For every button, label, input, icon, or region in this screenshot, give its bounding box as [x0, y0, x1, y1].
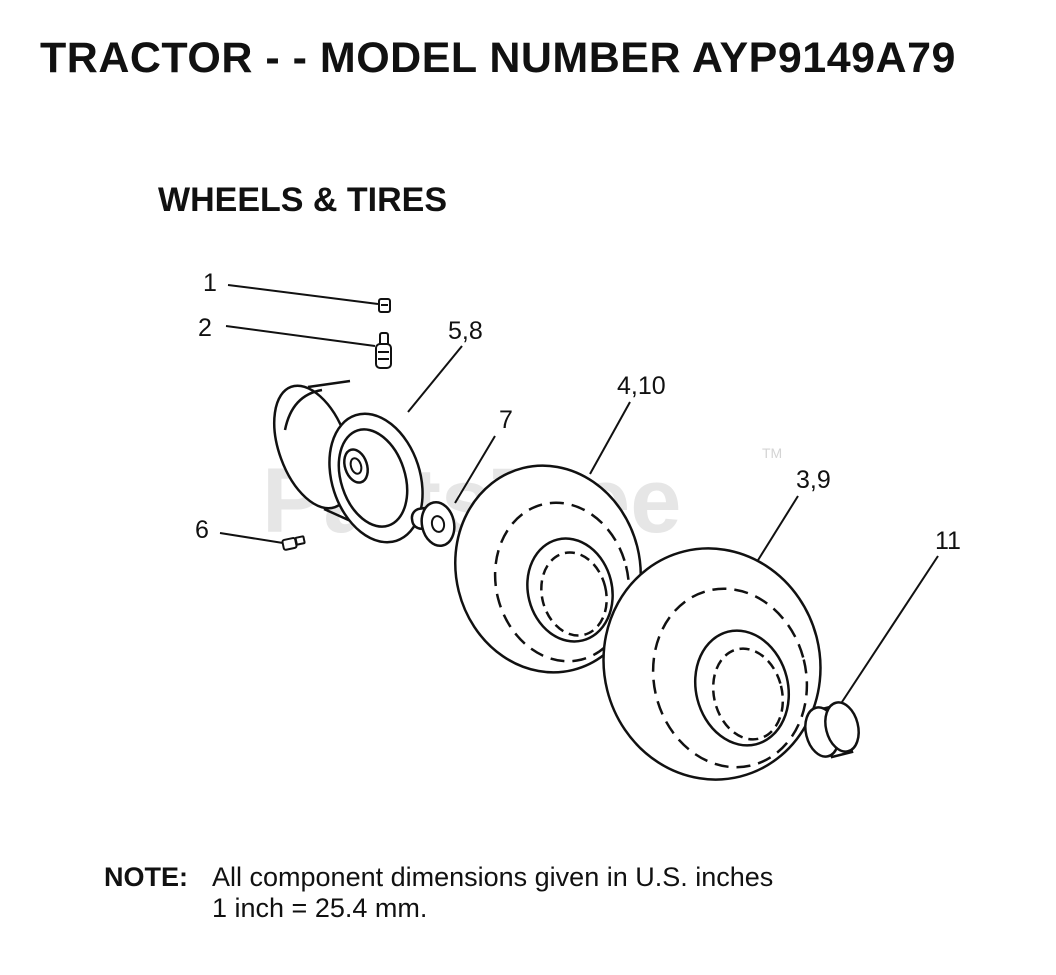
note-label: NOTE:: [104, 862, 188, 892]
leader-line-5-8: [407, 345, 463, 413]
leader-line-11: [839, 555, 939, 706]
note-text: All component dimensions given in U.S. i…: [212, 862, 773, 924]
page-title: TRACTOR - - MODEL NUMBER AYP9149A79: [40, 34, 956, 82]
grease-fitting-part: [281, 535, 306, 551]
callout-1: 1: [203, 269, 217, 297]
note: NOTE: All component dimensions given in …: [104, 862, 773, 924]
callout-6: 6: [195, 516, 209, 544]
hub-cap-part: [804, 701, 860, 759]
wheel-rim-part: [273, 379, 424, 544]
leader-line-3-9: [754, 495, 799, 566]
callout-5-8: 5,8: [448, 317, 483, 345]
callout-labels: 1 2 5,8 4,10 7 3,9 6 11: [195, 269, 961, 555]
tire-4-10-part: [454, 464, 642, 674]
leader-line-4-10: [589, 401, 631, 475]
callout-3-9: 3,9: [796, 466, 831, 494]
leader-line-7: [454, 435, 496, 504]
valve-cap-part: [378, 298, 391, 313]
leader-lines: [219, 284, 939, 706]
tire-3-9-part: [602, 547, 822, 781]
leader-line-6: [219, 532, 284, 544]
callout-4-10: 4,10: [617, 372, 666, 400]
callout-7: 7: [499, 406, 513, 434]
callout-11: 11: [935, 527, 961, 555]
leader-line-2: [225, 325, 376, 347]
watermark-trademark: TM: [762, 445, 782, 461]
bushing-part: [410, 500, 456, 548]
callout-2: 2: [198, 314, 212, 342]
note-line-2: 1 inch = 25.4 mm.: [212, 893, 428, 923]
valve-stem-part: [375, 332, 392, 369]
leader-line-1: [227, 284, 379, 305]
note-line-1: All component dimensions given in U.S. i…: [212, 862, 774, 892]
section-title: WHEELS & TIRES: [158, 181, 448, 219]
